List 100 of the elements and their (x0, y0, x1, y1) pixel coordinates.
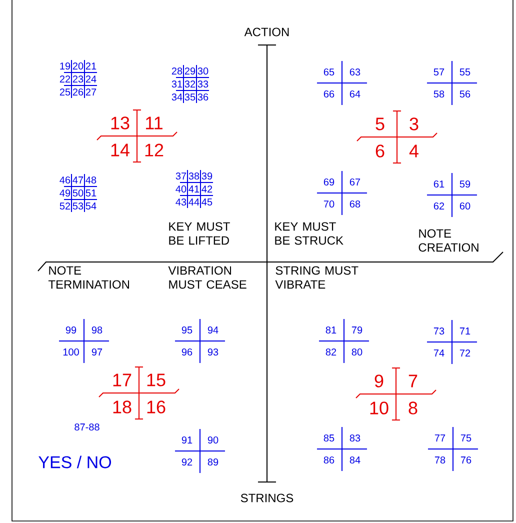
grid-number: 32 (184, 80, 196, 88)
cross-number: 64 (350, 90, 360, 98)
cross-number: 89 (208, 458, 218, 466)
grid-number: 23 (72, 75, 84, 83)
cross-number: 11 (146, 116, 162, 130)
grid-number: 35 (184, 93, 196, 101)
cross-number: 5 (376, 118, 384, 130)
grid-number: 26 (72, 88, 84, 96)
cross-number: 16 (147, 400, 166, 414)
cross-number: 82 (326, 348, 336, 356)
cross-number: 65 (324, 68, 334, 76)
cross-number: 60 (460, 202, 470, 210)
quadrant-label: KEY MUST BE LIFTED (169, 222, 230, 245)
cross-number: 10 (370, 402, 388, 414)
cross-number: 6 (376, 144, 384, 158)
cross-number: 74 (434, 350, 444, 356)
cross-number: 98 (92, 326, 102, 334)
cross-number: 90 (208, 436, 218, 444)
grid-number: 19 (60, 62, 70, 70)
grid-number: 52 (60, 202, 70, 210)
grid-number: 22 (60, 76, 70, 82)
quadrant-label: NOTE TERMINATION (48, 266, 129, 289)
grid-number: 37 (176, 172, 186, 180)
cross-number: 70 (324, 200, 334, 208)
cross-number: 73 (434, 327, 444, 335)
grid-number: 53 (72, 202, 84, 210)
cross-number: 97 (92, 348, 102, 356)
cross-number: 80 (352, 348, 362, 356)
grid-number: 47 (72, 176, 84, 184)
cross-number: 9 (374, 374, 384, 388)
cross-number: 12 (145, 144, 164, 156)
cross-number: 94 (208, 326, 218, 334)
cross-number: 63 (350, 68, 360, 76)
cross-number: 59 (460, 180, 470, 188)
answer-label: YES / NO (38, 456, 111, 468)
grid-number: 27 (86, 88, 96, 96)
cross-number: 81 (326, 326, 336, 334)
grid-number: 50 (72, 189, 84, 197)
cross-number: 93 (208, 348, 218, 356)
grid-number: 21 (86, 62, 96, 70)
grid-number: 42 (202, 186, 212, 192)
cross-number: 7 (408, 374, 418, 388)
grid-number: 39 (202, 172, 212, 180)
axis-label: STRINGS (240, 494, 294, 502)
cross-number: 92 (182, 458, 192, 466)
grid-number: 25 (60, 88, 70, 96)
cross-number: 83 (350, 434, 360, 442)
cross-number: 86 (324, 456, 334, 464)
grid-number: 30 (198, 67, 208, 75)
cross-number: 75 (460, 434, 472, 442)
cross-number: 79 (352, 326, 362, 334)
cross-number: 69 (324, 178, 334, 186)
cross-number: 100 (63, 348, 79, 356)
cross-number: 85 (324, 434, 334, 442)
cross-number: 84 (350, 456, 360, 464)
cross-number: 4 (409, 144, 418, 158)
cross-number: 58 (434, 90, 444, 98)
cross-number: 66 (324, 90, 334, 98)
quadrant-label: STRING MUST VIBRATE (275, 266, 358, 289)
grid-number: 36 (198, 93, 208, 101)
cross-number: 77 (434, 434, 446, 442)
cross-number: 8 (408, 402, 418, 414)
cross-number: 99 (66, 326, 76, 334)
grid-number: 38 (188, 172, 200, 180)
grid-number: 31 (172, 80, 182, 88)
cross-number: 71 (460, 328, 470, 334)
grid-number: 20 (72, 62, 84, 70)
cross-number: 55 (460, 68, 470, 76)
cross-number: 76 (460, 456, 472, 464)
grid-number: 28 (172, 67, 182, 75)
axis-label: ACTION (244, 28, 289, 36)
cross-number: 68 (350, 200, 360, 208)
quadrant-label: VIBRATION MUST CEASE (168, 266, 246, 289)
cross-number: 62 (434, 202, 444, 210)
grid-number: 24 (86, 76, 96, 82)
grid-number: 49 (60, 189, 70, 197)
cross-number: 78 (434, 456, 446, 464)
grid-number: 33 (198, 80, 208, 88)
cross-number: 3 (410, 118, 418, 130)
quadrant-label: KEY MUST BE STRUCK (275, 222, 344, 245)
grid-number: 46 (60, 176, 70, 184)
grid-number: 54 (86, 202, 96, 210)
cross-number: 91 (182, 436, 192, 444)
cross-number: 95 (182, 326, 192, 334)
grid-number: 44 (188, 198, 200, 206)
cross-number: 96 (182, 348, 192, 356)
quadrant-label: NOTE CREATION (418, 229, 478, 252)
grid-number: 45 (202, 198, 212, 206)
cross-number: 72 (460, 350, 470, 356)
grid-number: 51 (86, 190, 96, 196)
grid-number: 34 (172, 93, 182, 101)
cross-number: 61 (434, 180, 444, 188)
note-label: 87-88 (74, 423, 100, 431)
cross-number: 56 (460, 90, 470, 98)
cross-number: 57 (434, 68, 444, 76)
cross-number: 17 (113, 374, 132, 386)
grid-number: 29 (184, 67, 196, 75)
cross-number: 13 (111, 116, 130, 130)
cross-number: 14 (111, 144, 130, 156)
cross-number: 67 (350, 178, 360, 186)
